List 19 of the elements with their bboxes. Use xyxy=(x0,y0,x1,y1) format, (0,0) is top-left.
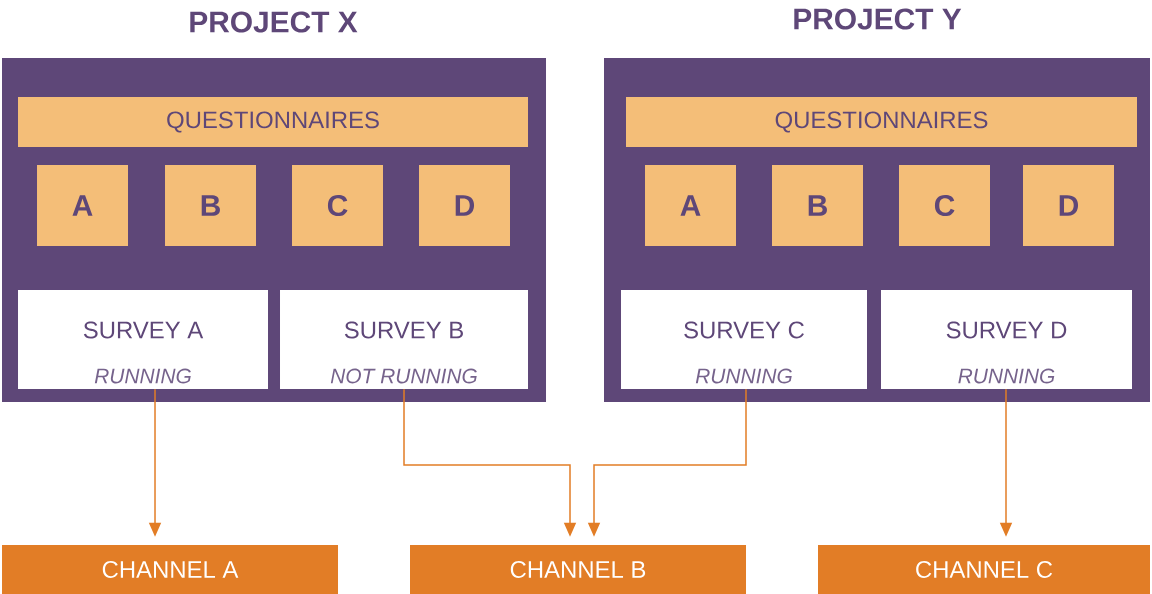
questionnaire-box: B xyxy=(772,165,863,246)
questionnaire-box: D xyxy=(419,165,510,246)
channel-bar: CHANNEL B xyxy=(410,545,746,594)
project-title: PROJECT X xyxy=(190,11,358,33)
questionnaire-box: D xyxy=(1023,165,1114,246)
questionnaire-box: B xyxy=(165,165,256,246)
survey-box: SURVEY C RUNNING xyxy=(621,290,867,389)
survey-box: SURVEY B NOT RUNNING xyxy=(280,290,528,389)
questionnaire-box: A xyxy=(645,165,736,246)
survey-box: SURVEY D RUNNING xyxy=(881,290,1132,389)
channel-bar: CHANNEL A xyxy=(2,545,338,594)
survey-box: SURVEY A RUNNING xyxy=(18,290,268,389)
questionnaires-bar: QUESTIONNAIRES xyxy=(626,97,1137,147)
questionnaire-box: C xyxy=(899,165,990,246)
questionnaire-box: C xyxy=(292,165,383,246)
project-title: PROJECT Y xyxy=(794,8,962,30)
channel-bar: CHANNEL C xyxy=(818,545,1150,594)
questionnaire-box: A xyxy=(37,165,128,246)
questionnaires-bar: QUESTIONNAIRES xyxy=(18,97,528,147)
